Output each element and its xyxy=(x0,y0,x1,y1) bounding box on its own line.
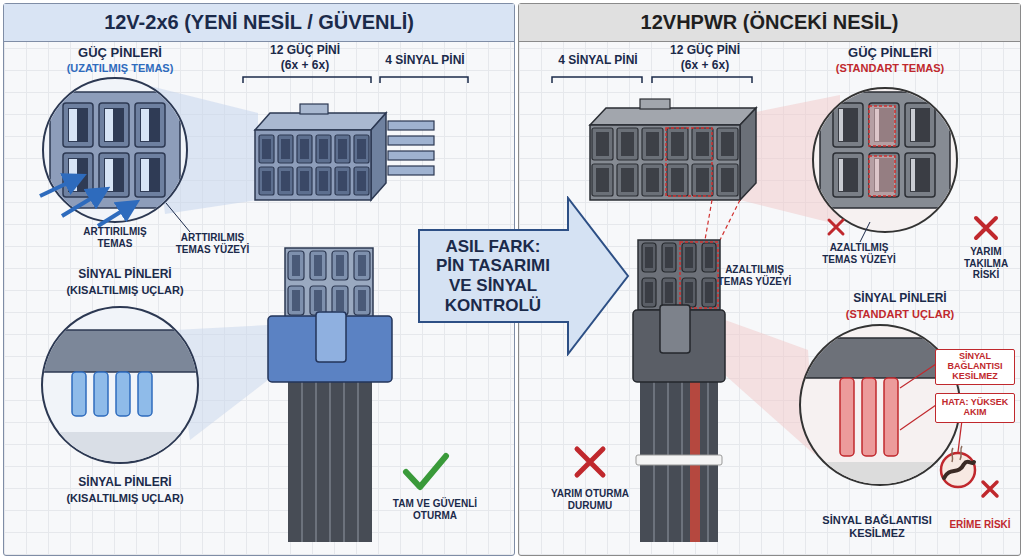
cable-bundle xyxy=(288,382,372,542)
annotation-label: (KISALTILMIŞ UÇLAR) xyxy=(45,492,205,505)
annotation-label: (6x + 6x) xyxy=(650,59,760,73)
connector-front xyxy=(590,125,740,200)
annotation-label: ARTTIRILMIŞ TEMAS xyxy=(75,226,155,249)
annotation-label: GÜÇ PİNLERİ xyxy=(45,46,195,61)
annotation-label: GÜÇ PİNLERİ xyxy=(815,46,965,61)
warning-box: HATA: YÜKSEK AKIM xyxy=(935,393,1015,423)
annotation-label: AZALTILMIŞ TEMAS YÜZEYİ xyxy=(818,242,900,265)
long-signal-pin xyxy=(840,378,854,456)
connector-top xyxy=(590,108,756,125)
zoom-detail xyxy=(50,92,180,208)
annotation-label: TAM VE GÜVENLİ OTURMA xyxy=(388,498,482,521)
annotation-label: ERİME RİSKİ xyxy=(940,519,1020,531)
contact-arrow xyxy=(62,193,100,216)
annotation-label: (KISALTILMIŞ UÇLAR) xyxy=(45,284,205,297)
short-signal-pin xyxy=(72,372,86,416)
cable-tie xyxy=(636,455,722,465)
annotation-label: AZALTILMIŞ TEMAS YÜZEYİ xyxy=(712,264,797,287)
short-signal-pin xyxy=(138,372,152,416)
signal-pin xyxy=(388,151,434,160)
standard-contact-sockets xyxy=(830,100,938,200)
leader-line xyxy=(900,364,936,388)
annotation-label: SİNYAL PİNLERİ xyxy=(45,268,205,282)
annotation-label: 12 GÜÇ PİNİ xyxy=(240,44,370,58)
housing-slab xyxy=(40,330,200,372)
cable-wire xyxy=(329,382,331,542)
melt-icon xyxy=(941,453,975,487)
panel-heading: 12VHPWR (ÖNCEKİ NESİL) xyxy=(519,4,1020,42)
long-signal-pin xyxy=(862,378,876,456)
connector-closeup xyxy=(820,92,950,208)
warning-box: SİNYAL BAĞLANTISI KESİLMEZ xyxy=(935,349,1015,385)
warning-text: SİNYAL BAĞLANTISI KESİLMEZ xyxy=(936,352,1014,382)
annotation-label: (STANDART UÇLAR) xyxy=(830,308,970,321)
extended-contact-sockets xyxy=(60,100,168,200)
arrow-shape xyxy=(419,198,628,354)
power-pin-sockets xyxy=(257,133,371,197)
connector-latch xyxy=(300,104,328,114)
zoom-detail xyxy=(820,92,950,208)
signal-pin xyxy=(388,166,434,175)
connector-top xyxy=(255,113,386,130)
key-difference-arrow: ASIL FARK: PİN TASARIMI VE SİNYAL KONTRO… xyxy=(418,196,630,356)
arrow-text: ASIL FARK: PİN TASARIMI VE SİNYAL KONTRO… xyxy=(432,230,554,322)
annotation-label: SİNYAL PİNLERİ xyxy=(45,476,205,490)
zoom-circle xyxy=(813,88,957,232)
signal-pin xyxy=(388,121,434,130)
annotation-label: YARIM OTURMA DURUMU xyxy=(545,488,635,511)
annotation-label: SİNYAL BAĞLANTISI KESİLMEZ xyxy=(812,514,942,539)
reduced-contact-highlight xyxy=(869,106,895,146)
connector-latch xyxy=(640,99,670,109)
cable-wire xyxy=(357,382,359,542)
zoom-circle xyxy=(43,78,187,222)
reduced-contact-highlight xyxy=(680,242,718,308)
annotation-label: SİNYAL PİNLERİ xyxy=(830,292,970,306)
panel-heading: 12V-2x6 (YENİ NESİL / GÜVENLİ) xyxy=(4,4,514,42)
signal-pin xyxy=(388,136,434,145)
annotation-label: 12 GÜÇ PİNİ xyxy=(650,44,760,58)
annotation-label: 4 SİNYAL PİNİ xyxy=(548,54,648,68)
plug-pin-block xyxy=(638,240,720,310)
plug-latch xyxy=(660,305,690,353)
plug-pin-block xyxy=(285,248,373,318)
reduced-contact-highlight xyxy=(869,156,895,196)
long-signal-pin xyxy=(884,378,898,456)
annotation-label: ARTTIRILMIŞ TEMAS YÜZEYİ xyxy=(170,232,255,255)
connector-closeup xyxy=(50,92,180,208)
cable-wire xyxy=(343,382,345,542)
annotation-label: (UZATILMIŞ TEMAS) xyxy=(45,62,195,75)
leader-line xyxy=(900,405,936,430)
plug-pin-housings xyxy=(639,240,719,310)
warning-text: HATA: YÜKSEK AKIM xyxy=(936,398,1014,418)
reduced-contact-highlight xyxy=(666,128,712,196)
cable-wire xyxy=(301,382,303,542)
cable-wire xyxy=(315,382,317,542)
burnt-wire xyxy=(944,462,974,478)
pin-sockets xyxy=(590,126,740,198)
annotation-label: (6x + 6x) xyxy=(240,59,370,73)
connector-side xyxy=(740,108,756,200)
short-signal-pin xyxy=(94,372,108,416)
annotation-label: YARIM TAKILMA RİSKİ xyxy=(955,246,1017,281)
plug-latch xyxy=(316,312,346,362)
plug-pin-housings xyxy=(285,248,373,318)
connector-front xyxy=(255,130,371,200)
annotation-label: 4 SİNYAL PİNİ xyxy=(375,54,475,68)
annotation-label: (STANDART TEMAS) xyxy=(815,62,965,75)
short-signal-pin xyxy=(116,372,130,416)
